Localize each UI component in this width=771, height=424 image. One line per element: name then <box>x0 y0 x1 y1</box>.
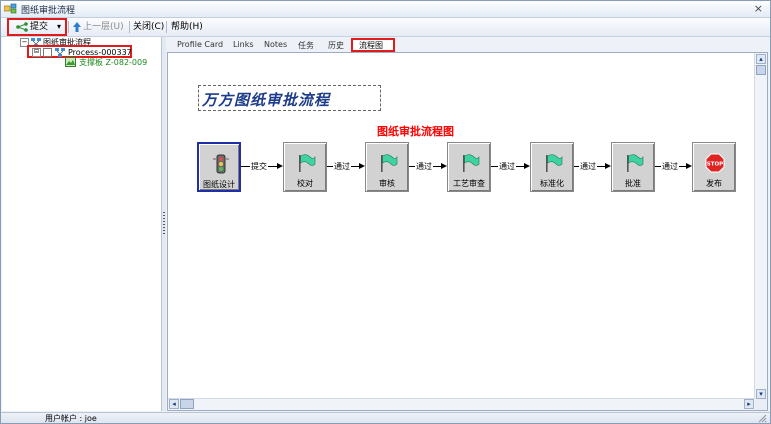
flowchart-title: 图纸审批流程图 <box>377 125 454 138</box>
tab-flowchart[interactable]: 流程图 <box>359 41 383 50</box>
help-button[interactable]: 帮助(H) <box>171 22 203 32</box>
connector-label: 通过 <box>333 161 351 172</box>
node-label: 审核 <box>379 179 395 188</box>
tab-profile-card[interactable]: Profile Card <box>177 40 224 49</box>
flag-icon <box>546 154 563 172</box>
connector-arrowhead <box>524 163 530 169</box>
flow-banner-text: 万方图纸审批流程 <box>202 91 331 109</box>
tree-panel: − 图纸审批流程 ⊟ Process-000337 支撑板 Z- <box>2 37 162 411</box>
connector-arrowhead <box>605 163 611 169</box>
connector-arrowhead <box>441 163 447 169</box>
connector-label: 提交 <box>250 161 268 172</box>
node-label: 图纸设计 <box>203 180 235 189</box>
connector-label: 通过 <box>498 161 516 172</box>
connector-label: 通过 <box>579 161 597 172</box>
tree-item-root-label: 图纸审批流程 <box>43 38 91 47</box>
scrollbar-corner <box>755 399 767 410</box>
node-label: 发布 <box>706 179 722 188</box>
horizontal-scroll-thumb[interactable] <box>180 399 194 409</box>
node-label: 校对 <box>297 179 313 188</box>
splitter-grip-icon <box>163 212 165 234</box>
toolbar-separator <box>68 21 69 33</box>
status-bar: 用户帐户 : joe <box>1 412 770 423</box>
toolbar-separator <box>129 21 130 33</box>
node-label: 标准化 <box>540 179 564 188</box>
tab-notes[interactable]: Notes <box>264 40 288 49</box>
user-account-status: 用户帐户 : joe <box>45 414 97 423</box>
tree-item-part-label: 支撑板 Z-082-009 <box>79 58 148 67</box>
vertical-scroll-thumb[interactable] <box>756 65 766 75</box>
submit-highlight-box <box>7 18 67 36</box>
scroll-up-arrow-icon[interactable]: ▴ <box>756 54 766 64</box>
scroll-down-arrow-icon[interactable]: ▾ <box>756 389 766 399</box>
horizontal-scrollbar[interactable]: ◂ ▸ <box>168 398 755 410</box>
vertical-scrollbar[interactable]: ▴ ▾ <box>754 53 767 400</box>
collapse-toggle-icon[interactable]: − <box>20 38 29 47</box>
tab-links[interactable]: Links <box>233 40 254 49</box>
up-level-button[interactable]: 上一层(U) <box>83 22 124 32</box>
resize-grip-icon[interactable] <box>758 414 767 423</box>
flow-banner: 万方图纸审批流程 <box>198 85 381 111</box>
stop-sign-text: STOP <box>707 162 723 168</box>
process-highlight-box <box>27 45 132 58</box>
scroll-right-arrow-icon[interactable]: ▸ <box>744 399 754 409</box>
tree-item-process-label: Process-000337 <box>68 48 132 57</box>
stop-sign-icon: STOP <box>705 153 725 173</box>
document-icon <box>43 48 52 57</box>
flag-icon <box>381 154 398 172</box>
node-process-review[interactable]: 工艺审查 <box>447 142 491 192</box>
node-proofread[interactable]: 校对 <box>283 142 327 192</box>
connector-label: 通过 <box>415 161 433 172</box>
node-label: 批准 <box>625 179 641 188</box>
submit-flow-icon <box>16 22 28 32</box>
flag-icon <box>463 154 480 172</box>
expand-toggle-icon[interactable]: ⊟ <box>32 48 41 57</box>
toolbar-separator <box>166 21 167 33</box>
workflow-app-icon <box>4 3 17 14</box>
submit-dropdown-arrow[interactable]: ▾ <box>57 22 62 31</box>
toolbar: 提交 ▾ 上一层(U) 关闭(C) 帮助(H) <box>1 18 770 37</box>
node-drawing-design[interactable]: 图纸设计 <box>197 142 241 192</box>
window-title: 图纸审批流程 <box>21 6 76 16</box>
connector-label: 通过 <box>661 161 679 172</box>
tab-history[interactable]: 历史 <box>328 41 344 50</box>
title-bar: 图纸审批流程 × <box>1 1 770 18</box>
close-window-button[interactable]: × <box>753 2 763 15</box>
submit-button[interactable]: 提交 <box>30 22 49 32</box>
part-image-icon <box>65 57 76 67</box>
tab-bar: Profile Card Links Notes 任务 历史 流程图 <box>167 38 767 52</box>
node-release[interactable]: STOP 发布 <box>692 142 736 192</box>
active-tab-highlight-box <box>351 38 395 52</box>
connector-arrowhead <box>686 163 692 169</box>
pane-splitter[interactable] <box>162 37 166 411</box>
flag-icon <box>627 154 644 172</box>
connector-arrowhead <box>277 163 283 169</box>
flowchart-canvas: 万方图纸审批流程 图纸审批流程图 图纸设计 校对 <box>167 52 768 411</box>
node-standardization[interactable]: 标准化 <box>530 142 574 192</box>
workflow-node-icon <box>55 48 65 57</box>
tab-tasks[interactable]: 任务 <box>298 41 314 50</box>
close-button[interactable]: 关闭(C) <box>133 22 165 32</box>
connector-arrowhead <box>359 163 365 169</box>
flag-icon <box>299 154 316 172</box>
scroll-left-arrow-icon[interactable]: ◂ <box>169 399 179 409</box>
traffic-light-icon <box>213 154 229 174</box>
node-approve[interactable]: 批准 <box>611 142 655 192</box>
node-review[interactable]: 审核 <box>365 142 409 192</box>
node-label: 工艺审查 <box>453 179 485 188</box>
up-arrow-icon <box>73 22 81 32</box>
